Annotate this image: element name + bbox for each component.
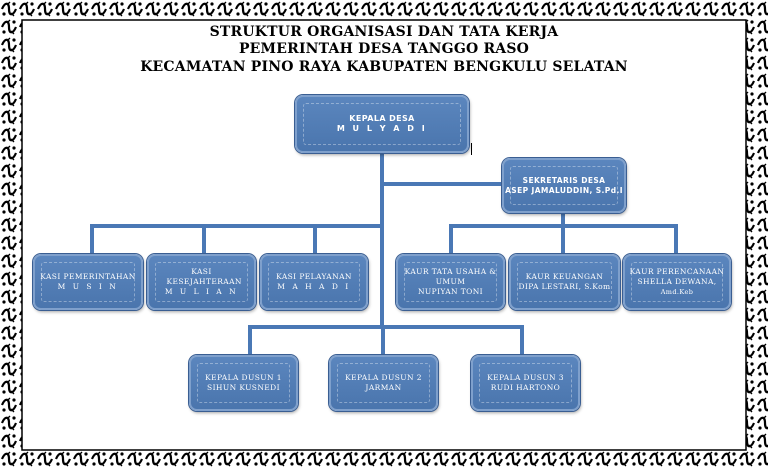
kasi-name: M A H A D I	[277, 282, 351, 291]
kasi-name: M U L I A N	[164, 287, 239, 296]
dusun-role: KEPALA DUSUN 3	[487, 373, 564, 382]
kasi-box-2: KASI KESEJAHTERAAN M U L I A N	[147, 254, 256, 310]
title-line-2: PEMERINTAH DESA TANGGO RASO	[238, 41, 530, 57]
kasi-role: KASI KESEJAHTERAAN	[166, 267, 242, 286]
kaur-name: Amd.Keb	[660, 288, 694, 296]
kaur-name: DIPA LESTARI, S.Kom	[518, 282, 611, 291]
dusun-name: RUDI HARTONO	[490, 383, 561, 392]
dusun-box-3: KEPALA DUSUN 3 RUDI HARTONO	[471, 355, 580, 411]
kaur-name: NUPIYAN TONI	[417, 287, 484, 296]
kepala-desa-role: KEPALA DESA	[349, 114, 415, 123]
kepala-desa-box: KEPALA DESA M U L Y A D I	[295, 95, 469, 153]
kaur-role: KAUR PERENCANAAN SHELLA DEWANA,	[629, 267, 725, 286]
dusun-role: KEPALA DUSUN 1	[205, 373, 282, 382]
kasi-box-3: KASI PELAYANAN M A H A D I	[260, 254, 368, 310]
sekretaris-name: ASEP JAMALUDDIN, S.Pd.I	[505, 185, 623, 195]
dusun-name: JARMAN	[365, 383, 402, 392]
dusun-box-2: KEPALA DUSUN 2 JARMAN	[329, 355, 438, 411]
kasi-box-1: KASI PEMERINTAHAN M U S I N	[33, 254, 143, 310]
kasi-role: KASI PELAYANAN	[276, 272, 352, 281]
kaur-box-1: KAUR TATA USAHA & UMUM NUPIYAN TONI	[396, 254, 505, 310]
kasi-name: M U S I N	[57, 282, 119, 291]
dusun-box-1: KEPALA DUSUN 1 SIHUN KUSNEDI	[189, 355, 298, 411]
kaur-box-3: KAUR PERENCANAAN SHELLA DEWANA, Amd.Keb	[623, 254, 731, 310]
text-cursor	[471, 143, 472, 155]
dusun-name: SIHUN KUSNEDI	[207, 383, 280, 392]
kaur-role: KAUR TATA USAHA & UMUM	[404, 267, 497, 286]
title-line-1: STRUKTUR ORGANISASI DAN TATA KERJA	[209, 24, 559, 40]
title-line-3: KECAMATAN PINO RAYA KABUPATEN BENGKULU S…	[140, 59, 628, 75]
sekretaris-box: SEKRETARIS DESA ASEP JAMALUDDIN, S.Pd.I	[502, 158, 626, 213]
kaur-box-2: KAUR KEUANGAN DIPA LESTARI, S.Kom	[509, 254, 620, 310]
kepala-desa-name: M U L Y A D I	[336, 124, 428, 133]
kasi-role: KASI PEMERINTAHAN	[40, 272, 136, 281]
kaur-role: KAUR KEUANGAN	[525, 272, 604, 281]
sekretaris-role: SEKRETARIS DESA	[522, 175, 606, 185]
dusun-role: KEPALA DUSUN 2	[345, 373, 422, 382]
